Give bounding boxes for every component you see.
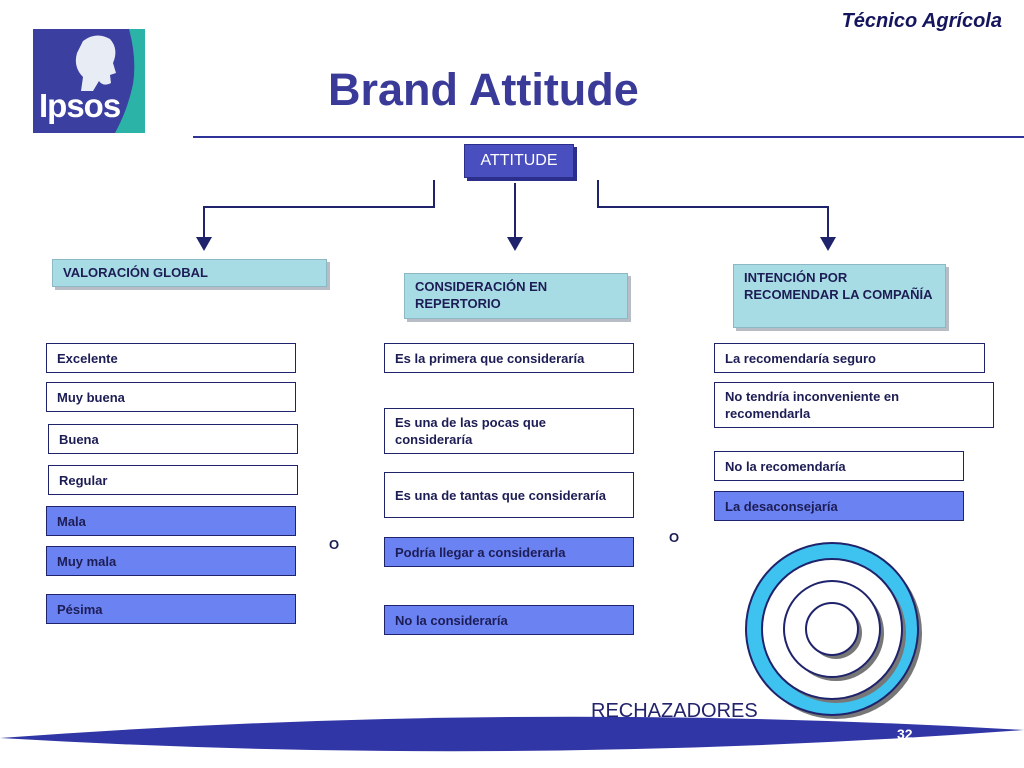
connector-right [597,180,829,238]
option-pesima: Pésima [46,594,296,624]
separator-o-left: O [329,537,340,552]
arrow-left-icon [196,237,212,251]
option-primera-consideraria: Es la primera que consideraría [384,343,634,373]
option-muy-buena: Muy buena [46,382,296,412]
option-mala: Mala [46,506,296,536]
option-no-consideraria: No la consideraría [384,605,634,635]
option-podria-considerarla: Podría llegar a considerarla [384,537,634,567]
page-title: Brand Attitude [328,64,639,115]
target-rings-icon [745,542,922,719]
separator-o-right: O [669,530,680,545]
logo-text: Ipsos [39,87,121,124]
heading-valoracion-global: VALORACIÓN GLOBAL [52,259,327,287]
arrow-center-icon [507,237,523,251]
option-desaconsejaria: La desaconsejaría [714,491,964,521]
title-divider [193,136,1024,138]
heading-intencion-recomendar: INTENCIÓN POR RECOMENDAR LA COMPAÑÍA [733,264,946,328]
option-excelente: Excelente [46,343,296,373]
option-tantas-consideraria: Es una de tantas que consideraría [384,472,634,518]
option-pocas-consideraria: Es una de las pocas que consideraría [384,408,634,454]
option-no-inconveniente: No tendría inconveniente en recomendarla [714,382,994,428]
option-no-recomendaria: No la recomendaría [714,451,964,481]
ipsos-logo: Ipsos [33,29,145,133]
option-regular: Regular [48,465,298,495]
page-number: 32 [897,726,913,742]
option-muy-mala: Muy mala [46,546,296,576]
corner-label: Técnico Agrícola [841,10,1002,32]
option-buena: Buena [48,424,298,454]
footer-swoosh [0,716,1024,752]
arrow-right-icon [820,237,836,251]
attitude-root-box: ATTITUDE [464,144,574,178]
rechazadores-label: RECHAZADORES [591,700,758,722]
head-silhouette-icon [75,29,145,133]
connector-left [203,180,435,238]
heading-consideracion: CONSIDERACIÓN EN REPERTORIO [404,273,628,319]
option-recomendaria-seguro: La recomendaría seguro [714,343,985,373]
